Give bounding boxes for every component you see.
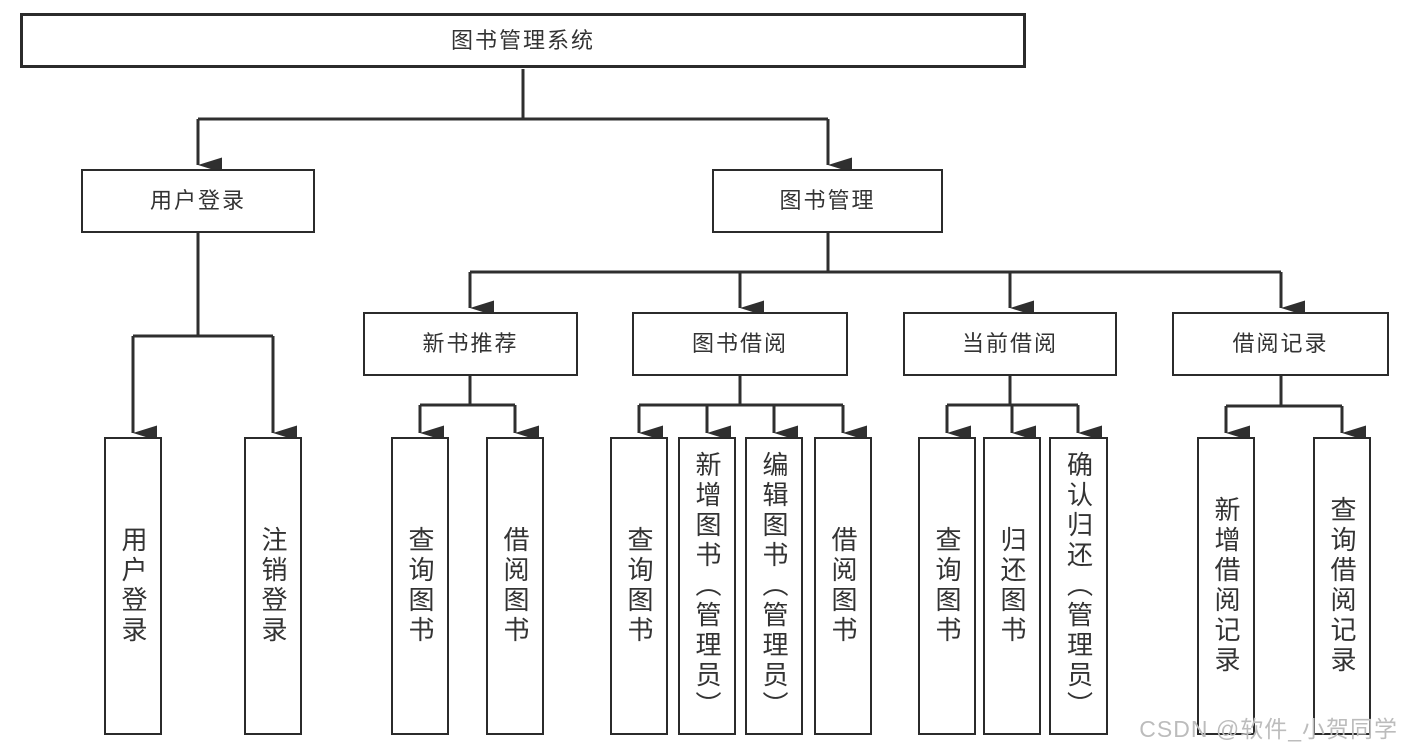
node-label: 新书推荐 — [422, 331, 519, 356]
node-new-book-recommend: 新书推荐 — [363, 312, 578, 376]
node-label: 归还图书 — [997, 526, 1027, 646]
node-cb-query-books: 查询图书 — [918, 437, 976, 735]
branch-book-management — [470, 233, 1281, 274]
node-label: 确认归还（管理员） — [1063, 451, 1094, 721]
node-nbr-borrow-books: 借阅图书 — [486, 437, 544, 735]
node-label: 图书借阅 — [691, 331, 788, 356]
node-label: 图书管理系统 — [450, 27, 595, 53]
node-br-query-record: 查询借阅记录 — [1313, 437, 1371, 735]
csdn-watermark: CSDN @软件_小贺同学 — [1139, 716, 1398, 742]
branch-current-borrowing — [947, 376, 1078, 407]
branch-user-login — [133, 233, 273, 338]
node-current-borrowing: 当前借阅 — [903, 312, 1117, 376]
node-label: 用户登录 — [149, 188, 246, 213]
node-label: 借阅记录 — [1232, 331, 1329, 356]
node-bb-borrow-books: 借阅图书 — [814, 437, 872, 735]
branch-book-borrowing — [639, 376, 843, 407]
node-logout: 注销登录 — [244, 437, 302, 735]
node-bb-edit-books-admin: 编辑图书（管理员） — [745, 437, 803, 735]
node-cb-return-books: 归还图书 — [983, 437, 1041, 735]
node-label: 新增图书（管理员） — [692, 451, 722, 721]
node-label: 借阅图书 — [500, 526, 530, 646]
node-cb-confirm-return-admin: 确认归还（管理员） — [1049, 437, 1108, 735]
node-label: 查询借阅记录 — [1327, 496, 1357, 676]
branch-borrowing-records — [1226, 376, 1342, 408]
node-label: 当前借阅 — [961, 331, 1058, 356]
node-label: 查询图书 — [624, 526, 654, 646]
node-book-borrowing: 图书借阅 — [632, 312, 848, 376]
node-label: 用户登录 — [118, 526, 148, 646]
node-nbr-query-books: 查询图书 — [391, 437, 449, 735]
branch-root — [198, 69, 828, 121]
node-label: 借阅图书 — [828, 526, 858, 646]
node-br-add-record: 新增借阅记录 — [1197, 437, 1255, 735]
branch-new-book-recommend — [420, 376, 515, 407]
node-label: 新增借阅记录 — [1211, 496, 1241, 676]
node-label: 查询图书 — [932, 526, 962, 646]
node-user-login: 用户登录 — [81, 169, 315, 233]
node-label: 查询图书 — [405, 526, 435, 646]
node-label: 图书管理 — [779, 188, 876, 213]
node-user-login-action: 用户登录 — [104, 437, 162, 735]
node-book-management: 图书管理 — [712, 169, 943, 233]
node-library-management-system: 图书管理系统 — [20, 13, 1026, 68]
node-label: 编辑图书（管理员） — [759, 451, 789, 721]
node-label: 注销登录 — [258, 526, 288, 646]
node-bb-add-books-admin: 新增图书（管理员） — [678, 437, 736, 735]
node-bb-query-books: 查询图书 — [610, 437, 668, 735]
node-borrowing-records: 借阅记录 — [1172, 312, 1389, 376]
